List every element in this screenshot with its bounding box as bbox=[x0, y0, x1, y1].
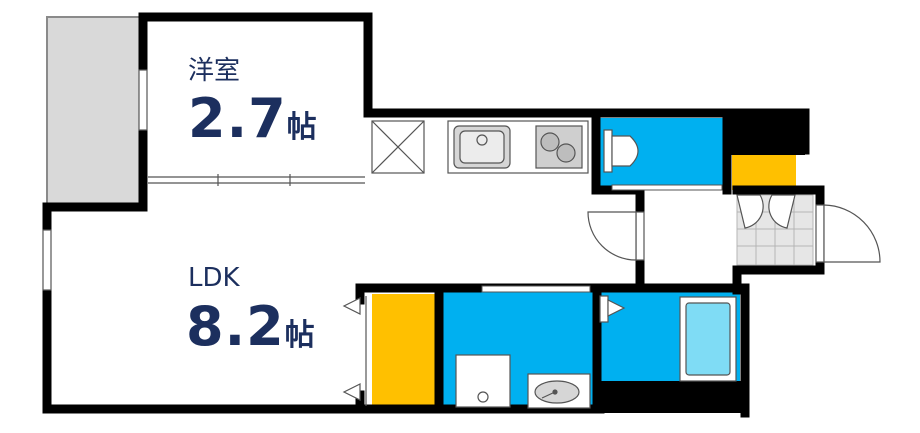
cabinet-door-swing-icon bbox=[736, 194, 796, 229]
western-room-size: 2.7帖 bbox=[188, 92, 317, 146]
window-openings bbox=[42, 69, 825, 291]
door-swing-icon bbox=[823, 204, 881, 263]
western-room-size-value: 2.7 bbox=[188, 87, 287, 150]
closet-storage bbox=[372, 294, 436, 408]
sink-icon bbox=[453, 125, 511, 169]
toilet-door-strip bbox=[611, 184, 723, 191]
walls bbox=[42, 12, 825, 418]
bath-door-icon bbox=[599, 295, 626, 323]
door-swing-icon bbox=[587, 211, 637, 261]
washbasin-icon bbox=[527, 373, 591, 409]
pipe-space-lower bbox=[598, 381, 748, 413]
stove-icon bbox=[535, 125, 583, 169]
washer-space-icon bbox=[455, 354, 511, 408]
ldk-room-name: LDK bbox=[188, 263, 240, 293]
toilet-icon bbox=[603, 129, 639, 173]
sliding-door bbox=[148, 174, 365, 186]
closet-door-icon bbox=[342, 296, 367, 406]
balcony bbox=[46, 16, 144, 208]
fridge-space-icon bbox=[371, 120, 425, 174]
ldk-room-size-unit: 帖 bbox=[284, 318, 315, 353]
upper-storage bbox=[732, 155, 796, 190]
washroom-door-strip bbox=[481, 285, 591, 293]
ldk-room-size-value: 8.2 bbox=[186, 295, 285, 358]
ldk-room-size: 8.2帖 bbox=[186, 300, 315, 354]
western-room-name: 洋室 bbox=[188, 56, 241, 86]
western-room-size-unit: 帖 bbox=[286, 110, 317, 145]
pipe-space bbox=[724, 113, 805, 155]
bathtub-icon bbox=[679, 296, 737, 382]
